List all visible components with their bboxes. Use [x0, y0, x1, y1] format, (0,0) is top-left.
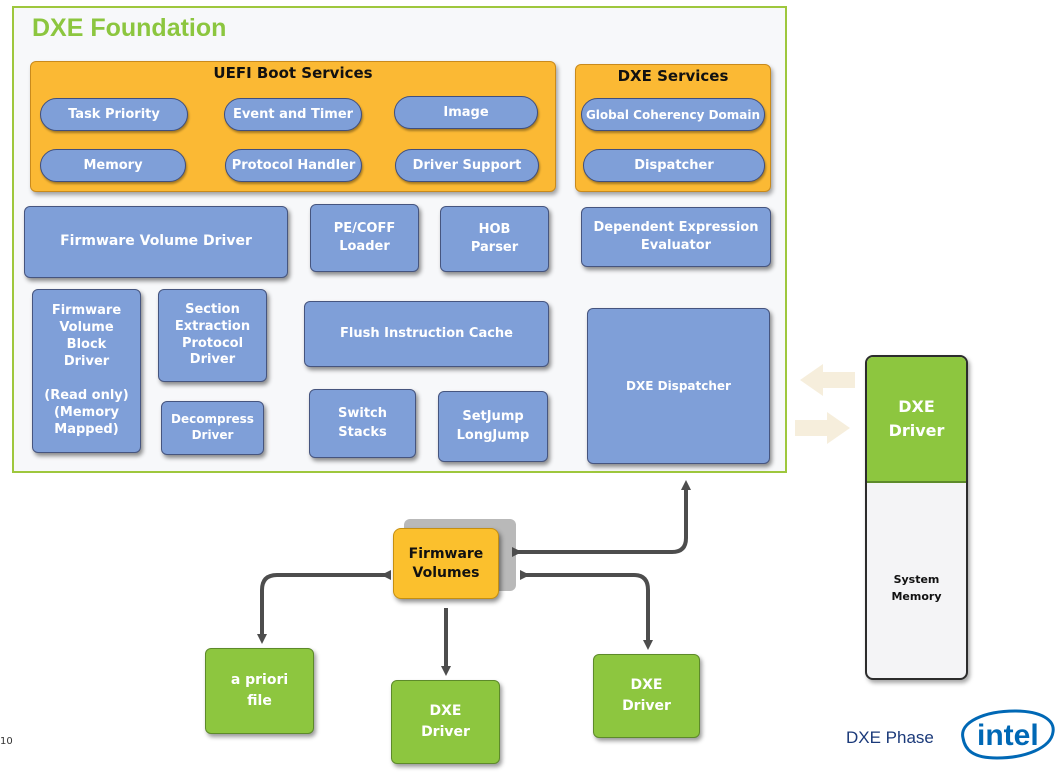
dxe-services-title: DXE Services [617, 67, 729, 85]
dependent-expression-evaluator-block: Dependent Expression Evaluator [581, 207, 771, 267]
decompress-driver-block: Decompress Driver [161, 401, 264, 455]
dispatcher-pill: Dispatcher [583, 149, 765, 182]
protocol-handler-pill: Protocol Handler [225, 149, 362, 182]
arrow-to-dispatcher [512, 480, 691, 557]
dxe-phase-label: DXE Phase [846, 728, 934, 747]
dxe-dispatcher-block: DXE Dispatcher [587, 308, 770, 464]
uefi-boot-services-title: UEFI Boot Services [213, 64, 373, 82]
image-pill: Image [394, 96, 538, 129]
event-and-timer-pill: Event and Timer [224, 98, 362, 131]
dxe-driver-center-box: DXE Driver [391, 680, 500, 764]
pe-coff-loader-block: PE/COFF Loader [310, 204, 419, 272]
system-memory-dxe-driver: DXE Driver [867, 357, 966, 483]
firmware-volumes-box: Firmware Volumes [393, 528, 499, 599]
system-memory-column: DXE Driver System Memory [865, 355, 968, 680]
firmware-volume-block-driver-block: Firmware Volume Block Driver (Read only)… [32, 289, 141, 453]
section-extraction-protocol-driver-block: Section Extraction Protocol Driver [158, 289, 267, 382]
faded-arrow-left [800, 364, 855, 396]
setjump-longjump-block: SetJump LongJump [438, 391, 548, 462]
system-memory-label: System Memory [891, 573, 942, 603]
flush-instruction-cache-block: Flush Instruction Cache [304, 301, 549, 367]
arrow-to-a-priori [257, 570, 391, 644]
driver-support-pill: Driver Support [395, 149, 539, 182]
page-number: 10 [0, 736, 13, 747]
a-priori-file-box: a priori file [205, 648, 314, 734]
task-priority-pill: Task Priority [40, 98, 188, 131]
firmware-volume-driver-block: Firmware Volume Driver [24, 206, 288, 278]
faded-arrow-right [795, 412, 850, 444]
intel-logo-icon: intel [961, 709, 1055, 760]
arrow-to-dxe-driver-right [520, 570, 653, 650]
switch-stacks-block: Switch Stacks [309, 389, 416, 458]
svg-text:intel: intel [977, 719, 1039, 752]
dxe-foundation-title: DXE Foundation [32, 14, 227, 42]
dxe-driver-right-box: DXE Driver [593, 654, 700, 738]
global-coherency-domain-pill: Global Coherency Domain [581, 98, 765, 131]
hob-parser-block: HOB Parser [440, 206, 549, 272]
memory-pill: Memory [40, 149, 186, 182]
